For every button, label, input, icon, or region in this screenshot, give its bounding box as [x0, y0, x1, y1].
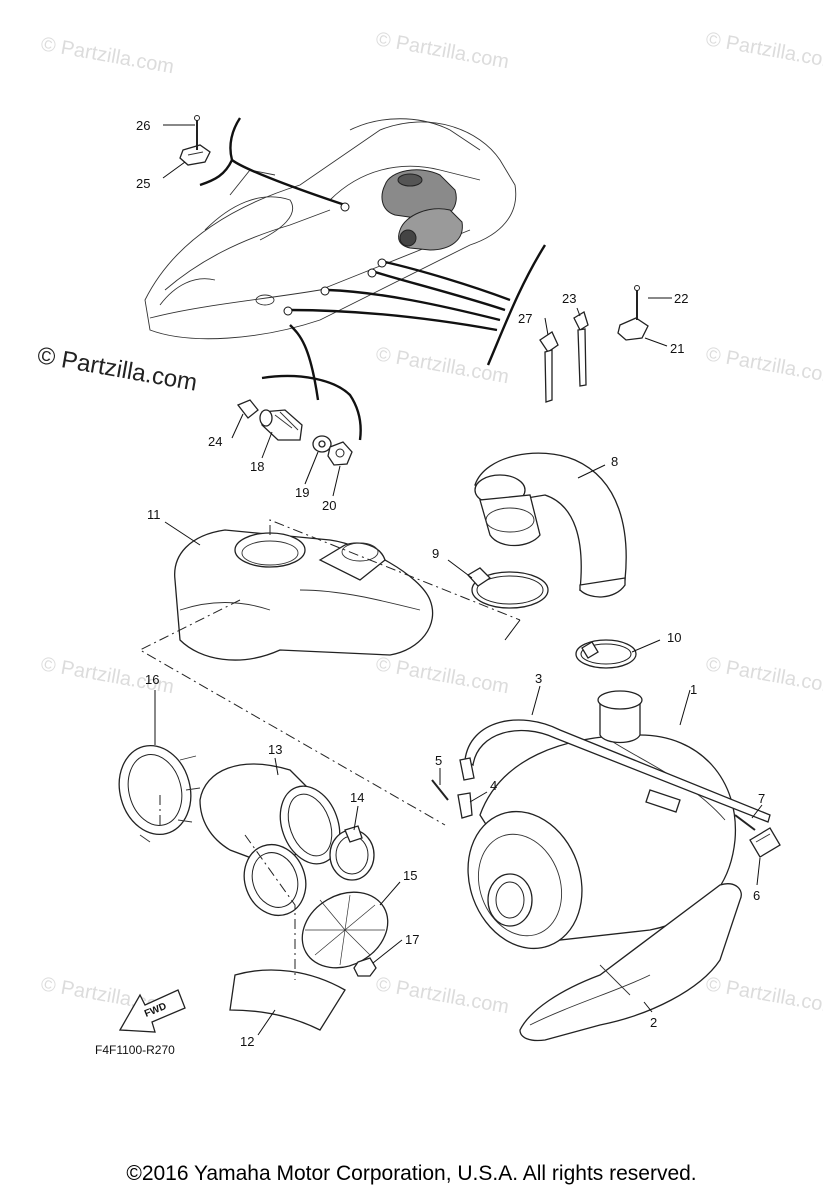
- part-21-grommet: [617, 317, 649, 341]
- callout-22: 22: [674, 291, 688, 306]
- callout-26: 26: [136, 118, 150, 133]
- part-18-fitting: [259, 409, 303, 441]
- callout-labels: 1 2 3 4 5 6 7 8 9 10 11 12 13 14 15 16 1…: [136, 118, 765, 1049]
- watermark: © Partzilla.com: [374, 343, 511, 388]
- watermark: © Partzilla.com: [704, 343, 823, 388]
- callout-14: 14: [350, 790, 364, 805]
- callout-24: 24: [208, 434, 222, 449]
- callout-15: 15: [403, 868, 417, 883]
- callout-5: 5: [435, 753, 442, 768]
- part-15-plate: [301, 891, 389, 969]
- callout-12: 12: [240, 1034, 254, 1049]
- copyright-notice: ©2016 Yamaha Motor Corporation, U.S.A. A…: [126, 1162, 697, 1185]
- watermark: © Partzilla.com: [704, 28, 823, 73]
- diagram-reference-code: F4F1100-R270: [95, 1043, 175, 1057]
- watermark: © Partzilla.com: [374, 973, 511, 1018]
- part-25-grommet: [179, 144, 211, 166]
- callout-6: 6: [753, 888, 760, 903]
- leader-lines: [154, 124, 763, 1036]
- part-17-nut: [353, 957, 377, 977]
- part-13-duct: [199, 763, 341, 917]
- callout-25: 25: [136, 176, 150, 191]
- part-23-cable-tie: [573, 311, 589, 387]
- part-12-pad: [229, 969, 346, 1031]
- callout-3: 3: [535, 671, 542, 686]
- callout-20: 20: [322, 498, 336, 513]
- callout-11: 11: [147, 507, 161, 522]
- part-20-nut: [327, 441, 353, 466]
- part-1-muffler: [467, 690, 737, 950]
- callout-19: 19: [295, 485, 309, 500]
- part-6-bracket: [749, 827, 781, 858]
- part-3-strap: [459, 719, 771, 823]
- callout-23: 23: [562, 291, 576, 306]
- callout-2: 2: [650, 1015, 657, 1030]
- part-11-water-box: [174, 529, 434, 661]
- part-24-clip: [236, 399, 259, 419]
- watercraft-hull: [144, 118, 517, 340]
- callout-1: 1: [690, 682, 697, 697]
- watermark: © Partzilla.com: [704, 973, 823, 1018]
- part-9-clamp: [466, 567, 549, 609]
- part-10-clamp: [575, 639, 637, 669]
- watermark: © Partzilla.com: [374, 28, 511, 73]
- callout-17: 17: [405, 932, 419, 947]
- callout-16: 16: [145, 672, 159, 687]
- part-4-bracket: [457, 792, 473, 819]
- callout-4: 4: [490, 778, 497, 793]
- part-16-ring: [118, 744, 201, 843]
- callout-9: 9: [432, 546, 439, 561]
- hull-muffler-assembly: [381, 169, 463, 251]
- location-lines: [199, 117, 547, 441]
- callout-18: 18: [250, 459, 264, 474]
- forward-arrow: FWD: [118, 989, 186, 1033]
- part-22-screw: [634, 285, 640, 320]
- part-14-clamp: [329, 825, 375, 881]
- part-27-cable-tie: [539, 331, 559, 403]
- part-8-pipe: [474, 452, 627, 598]
- callout-10: 10: [667, 630, 681, 645]
- watermark: © Partzilla.com: [39, 33, 176, 78]
- callout-27: 27: [518, 311, 532, 326]
- part-7-screw: [734, 814, 756, 831]
- callout-7: 7: [758, 791, 765, 806]
- part-26-screw: [194, 115, 200, 150]
- watermark: © Partzilla.com: [704, 653, 823, 698]
- callout-21: 21: [670, 341, 684, 356]
- watermark: © Partzilla.com: [374, 653, 511, 698]
- part-19-washer: [312, 435, 332, 453]
- callout-8: 8: [611, 454, 618, 469]
- part-2-heat-shield: [519, 883, 742, 1042]
- callout-13: 13: [268, 742, 282, 757]
- part-5-screw: [431, 779, 449, 801]
